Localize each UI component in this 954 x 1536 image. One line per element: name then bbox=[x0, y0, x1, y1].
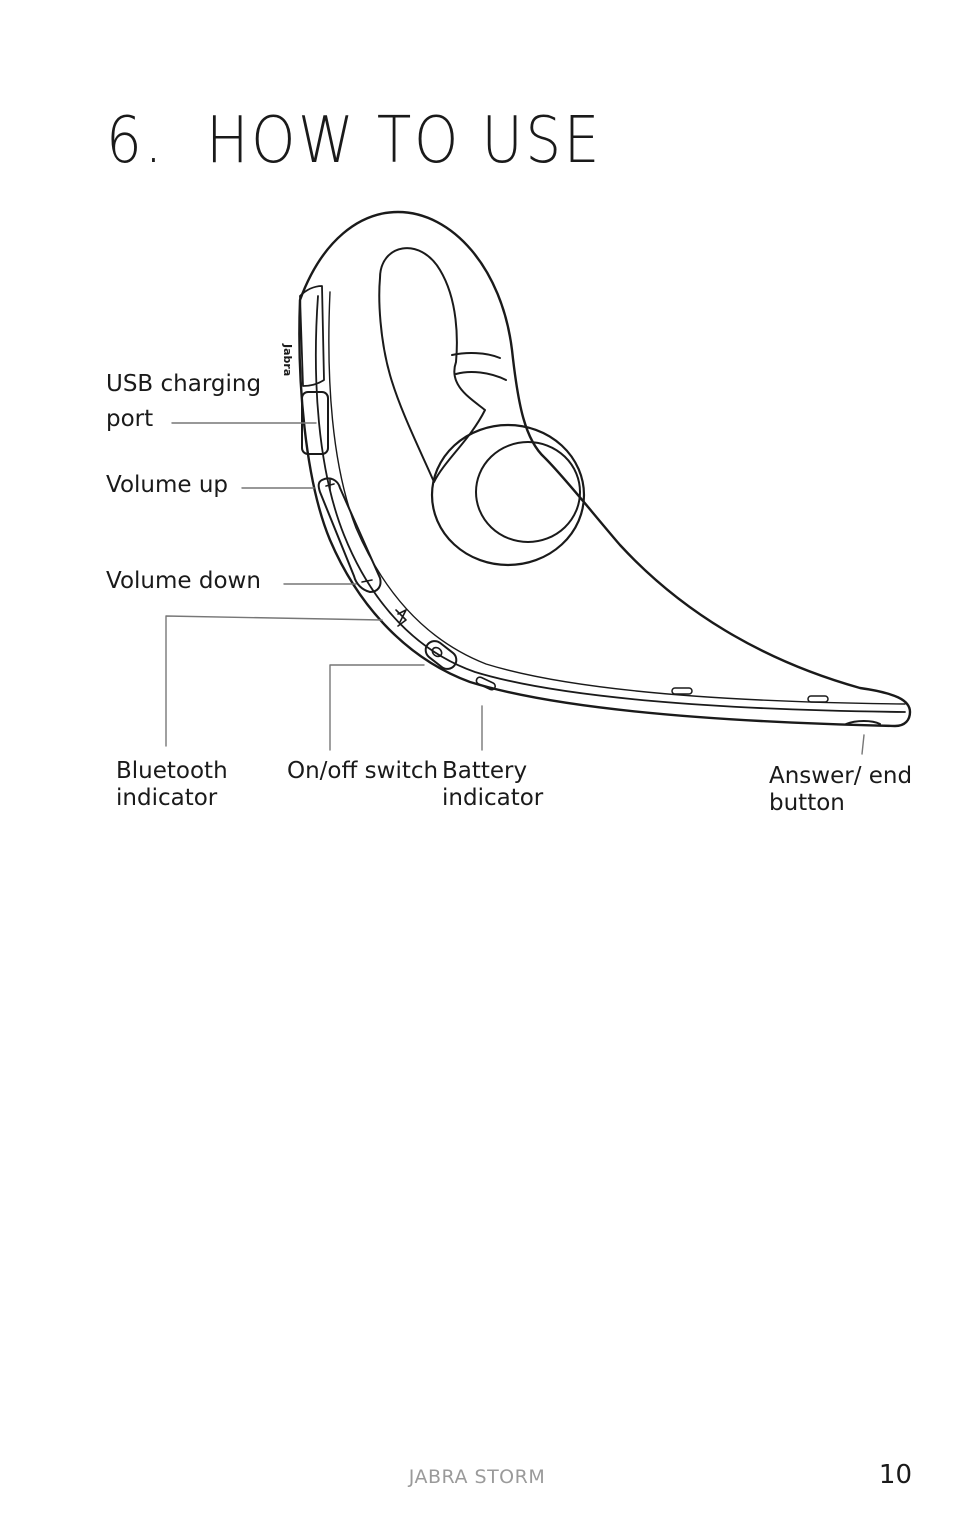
section-title: 6. HOW TO USE bbox=[106, 104, 602, 178]
earbud-outer bbox=[430, 423, 586, 567]
onoff-knob bbox=[431, 646, 443, 658]
volume-rocker bbox=[317, 477, 382, 593]
footer-brand: JABRA STORM bbox=[408, 1466, 546, 1488]
logo-strip bbox=[299, 285, 325, 387]
headset-edge-line-2 bbox=[328, 291, 906, 705]
battery-led bbox=[475, 676, 496, 691]
headset-edge-line bbox=[314, 295, 906, 713]
jabra-logo: Jabra bbox=[281, 344, 294, 377]
leader-bluetooth bbox=[165, 615, 383, 747]
ear-hook-inner bbox=[378, 247, 486, 483]
earbud-inner bbox=[475, 441, 581, 543]
leader-answer bbox=[861, 734, 865, 755]
answer-end-button bbox=[845, 720, 881, 725]
label-volume-up: Volume up bbox=[106, 472, 229, 498]
label-usb-port: USB charging port bbox=[106, 371, 262, 432]
volume-plus bbox=[325, 479, 335, 491]
label-battery-indicator: Battery indicator bbox=[442, 758, 544, 811]
leader-onoff bbox=[329, 664, 425, 751]
label-volume-down: Volume down bbox=[106, 568, 261, 594]
page-number: 10 bbox=[878, 1460, 912, 1490]
bluetooth-glyph bbox=[395, 609, 407, 627]
mic-slot-1 bbox=[671, 687, 693, 695]
section-heading: HOW TO USE bbox=[206, 104, 602, 178]
label-onoff-switch: On/off switch bbox=[287, 758, 439, 784]
label-bluetooth-indicator: Bluetooth indicator bbox=[116, 758, 228, 811]
label-answer-end-button: Answer/ end button bbox=[769, 763, 913, 816]
volume-minus bbox=[361, 579, 373, 583]
section-number: 6. bbox=[106, 104, 166, 178]
onoff-switch bbox=[424, 640, 458, 670]
mic-slot-2 bbox=[807, 695, 829, 703]
headset-body-outline bbox=[298, 210, 912, 728]
ear-hook-band bbox=[451, 352, 507, 381]
headset-diagram bbox=[165, 210, 912, 755]
